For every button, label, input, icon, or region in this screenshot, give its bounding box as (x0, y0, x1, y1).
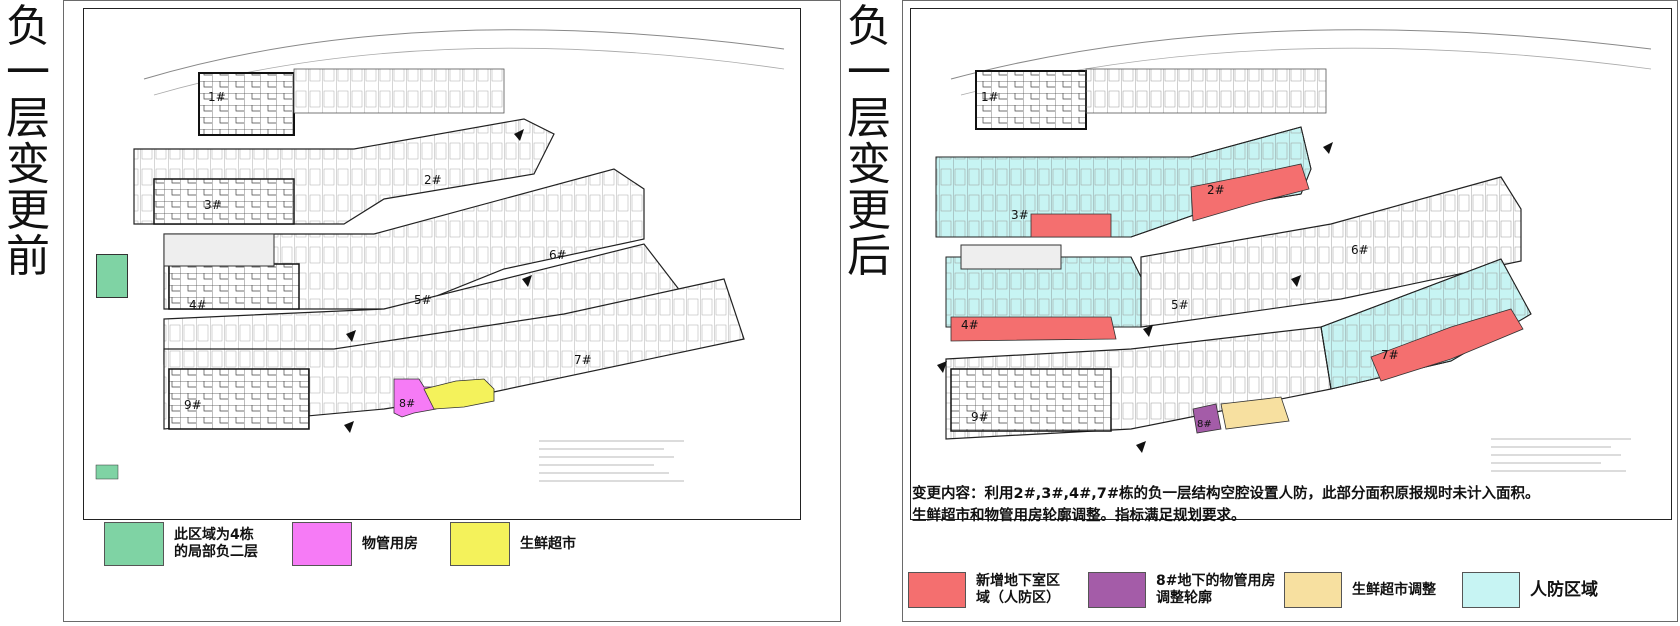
svg-text:9#: 9# (971, 410, 989, 424)
svg-text:4#: 4# (961, 318, 979, 332)
after-title: 负 一 层 变 更 后 (838, 4, 900, 280)
building-core (168, 368, 310, 430)
svg-text:6#: 6# (1351, 243, 1369, 257)
legend-label: 8#地下的物管用房 调整轮廓 (1156, 573, 1276, 606)
site-boundary-line (950, 29, 1652, 80)
svg-text:1#: 1# (208, 90, 226, 104)
parking-band (1140, 176, 1522, 328)
svg-text:7#: 7# (574, 353, 592, 367)
entry-arrow (1143, 325, 1153, 337)
building-core (198, 72, 295, 136)
entry-arrow (346, 330, 356, 342)
legend-new-civil-defense: 新增地下室区 域（人防区） (908, 572, 1060, 608)
legend-label: 人防区域 (1530, 579, 1598, 600)
property-management-room (1192, 403, 1222, 434)
legend-label: 物管用房 (362, 535, 418, 552)
entry-arrow (514, 129, 524, 141)
entry-arrow (1136, 441, 1146, 453)
svg-text:1#: 1# (981, 90, 999, 104)
after-floor-plan-svg: 1# 2# 3# 6# 5# 4# 7# 9# 8# (935, 29, 1652, 472)
legend-property-management: 物管用房 (292, 522, 418, 566)
new-basement-civil-defense (1190, 163, 1310, 222)
parking-band (935, 126, 1312, 238)
building-core (168, 263, 300, 310)
legend-swatch-magenta (292, 522, 352, 566)
legend-label: 此区域为4栋 的局部负二层 (174, 527, 258, 560)
after-title-char: 负 (847, 1, 891, 52)
before-title-char: 变 (6, 139, 50, 190)
entry-arrow (344, 421, 354, 433)
parking-strip (1085, 68, 1327, 114)
legend-label: 新增地下室区 域（人防区） (976, 573, 1060, 606)
building-core (975, 70, 1087, 130)
entry-arrow (937, 361, 947, 373)
svg-text:5#: 5# (414, 293, 432, 307)
svg-text:2#: 2# (1207, 183, 1225, 197)
before-title-char: 前 (6, 231, 50, 282)
svg-text:3#: 3# (204, 198, 222, 212)
entry-arrow (522, 275, 532, 287)
fresh-market-zone (423, 378, 495, 410)
building-core (153, 178, 295, 225)
area-notes-block (539, 440, 684, 482)
before-floor-plan: 1# 2# 3# 6# 5# 4# 7# 9# 8# (83, 8, 801, 520)
fresh-market-zone (1220, 396, 1290, 430)
after-title-char: 一 (847, 47, 891, 98)
svg-text:3#: 3# (1011, 208, 1029, 222)
before-title: 负 一 层 变 更 前 (0, 4, 56, 280)
after-title-char: 变 (847, 139, 891, 190)
entry-arrow (1291, 275, 1301, 287)
svg-text:8#: 8# (1197, 419, 1212, 430)
legend-swatch-purple (1088, 572, 1146, 608)
entry-arrow (1323, 142, 1333, 154)
legend-fresh-market: 生鲜超市 (450, 522, 576, 566)
svg-text:7#: 7# (1381, 348, 1399, 362)
building-core (960, 244, 1062, 270)
building-core (950, 368, 1112, 432)
svg-text:5#: 5# (1171, 298, 1189, 312)
parking-strip (293, 68, 505, 114)
legend-label: 生鲜超市 (520, 535, 576, 552)
after-title-char: 后 (847, 231, 891, 282)
legend-swatch-beige (1284, 572, 1342, 608)
new-basement-civil-defense (950, 316, 1117, 342)
svg-text:2#: 2# (424, 173, 442, 187)
change-description-line: 变更内容：利用2#,3#,4#,7#栋的负一层结构空腔设置人防，此部分面积原报规… (912, 486, 1540, 502)
before-title-char: 层 (6, 93, 50, 144)
legend-swatch-red (908, 572, 966, 608)
area-notes-block (1491, 438, 1631, 472)
legend-basement-level2: 此区域为4栋 的局部负二层 (104, 522, 258, 566)
svg-text:6#: 6# (549, 248, 567, 262)
legend-civil-defense-zone: 人防区域 (1462, 572, 1598, 608)
after-floor-plan: 1# 2# 3# 6# 5# 4# 7# 9# 8# (910, 8, 1672, 520)
new-basement-civil-defense (1370, 308, 1524, 382)
after-title-char: 更 (847, 185, 891, 236)
inner-legend-swatch (95, 464, 119, 480)
basement-level2-zone (96, 254, 128, 298)
legend-property-management-adjusted: 8#地下的物管用房 调整轮廓 (1088, 572, 1275, 608)
after-title-char: 层 (847, 93, 891, 144)
legend-label: 生鲜超市调整 (1352, 581, 1436, 598)
before-title-char: 负 (6, 1, 50, 52)
svg-text:9#: 9# (184, 398, 202, 412)
legend-swatch-yellow (450, 522, 510, 566)
site-boundary-line (143, 29, 785, 80)
legend-swatch-cyan (1462, 572, 1520, 608)
new-basement-civil-defense (1030, 213, 1112, 238)
svg-text:8#: 8# (399, 397, 415, 410)
building-core (163, 233, 275, 267)
before-title-char: 更 (6, 185, 50, 236)
legend-fresh-market-adjusted: 生鲜超市调整 (1284, 572, 1436, 608)
before-title-char: 一 (6, 47, 50, 98)
change-description-line: 生鲜超市和物管用房轮廓调整。指标满足规划要求。 (912, 508, 1246, 524)
svg-text:4#: 4# (189, 298, 207, 312)
legend-swatch-green (104, 522, 164, 566)
before-floor-plan-svg: 1# 2# 3# 6# 5# 4# 7# 9# 8# (95, 29, 785, 482)
